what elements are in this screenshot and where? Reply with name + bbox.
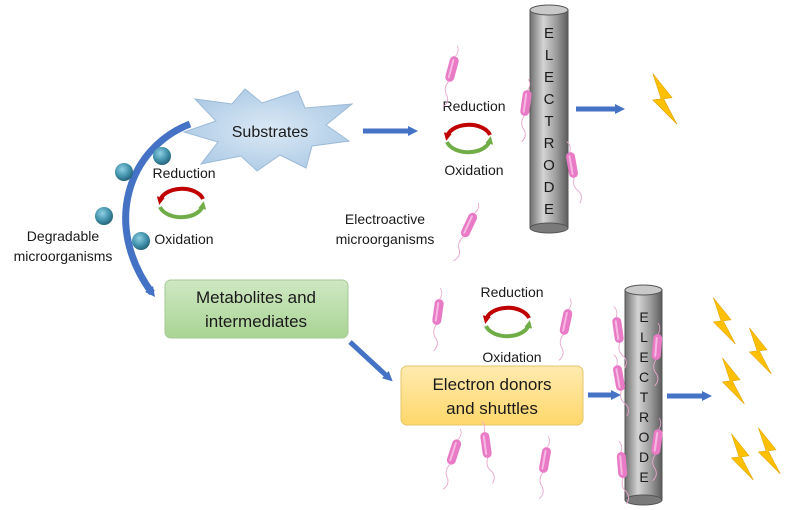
degradable-microbe-spheres [95,147,171,250]
redox-cycle-bottom: Reduction Oxidation [480,284,543,365]
lightning-bolt-icon [722,357,745,405]
electrode-letter: E [544,25,554,42]
lightning-bolt-icon [713,297,736,345]
microbe-icon [477,420,497,485]
metabolites-label-line2: intermediates [205,312,307,331]
donors-label-line1: Electron donors [432,375,551,394]
electrode-letter: D [544,179,555,196]
electrode-letter: E [639,349,648,365]
oxidation-arc [158,201,207,220]
redox-cycle-left: Reduction Oxidation [152,165,215,247]
reduction-label: Reduction [442,98,505,114]
electroactive-label-line2: microorganisms [336,231,435,247]
reduction-arc [443,122,492,141]
lightning-bolt-icon [758,427,781,475]
reduction-arc [482,305,531,324]
electrode-letter: T [544,113,553,130]
donors-label-line2: and shuttles [446,399,538,418]
microbe-sphere-icon [95,207,113,225]
curved-flow-arrow [122,120,192,298]
reduction-label: Reduction [152,165,215,181]
lightning-bolt-icon [749,327,772,375]
redox-cycle-top: Reduction Oxidation [442,98,505,178]
electrode-letter: L [545,47,553,64]
arrow-metabolites-to-donors [348,340,393,382]
oxidation-arc [484,320,533,339]
electrode-letter: E [639,469,648,485]
electrode-letter: O [543,157,555,174]
metabolites-node: Metabolites and intermediates [164,279,349,339]
microbe-icon [553,297,576,362]
reduction-arc [156,186,205,205]
electrode-letter: E [544,201,554,218]
electrode-letter: E [639,309,648,325]
substrates-node: Substrates [182,88,354,172]
electrode-letter: R [544,135,555,152]
degradable-label-line2: microorganisms [14,248,113,264]
electrode-letter: L [640,329,648,345]
lightning-bolt-icon [731,433,754,481]
electrode-letter: O [639,429,650,445]
electrode-letter: E [544,69,554,86]
microbe-icon [533,435,555,500]
lightning-bolt-icon [652,73,678,125]
oxidation-label: Oxidation [444,162,503,178]
microbe-sphere-icon [132,232,150,250]
donors-node: Electron donors and shuttles [400,365,584,426]
oxidation-label: Oxidation [154,231,213,247]
microbe-icon [447,200,484,263]
electrode-letter: C [544,91,555,108]
metabolites-label-line1: Metabolites and [196,288,316,307]
oxidation-arc [445,136,494,155]
degradable-label-line1: Degradable [27,228,100,244]
microbe-sphere-icon [153,147,171,165]
substrates-starburst [182,88,354,172]
microbe-icon [437,427,467,491]
oxidation-label: Oxidation [482,349,541,365]
substrates-label: Substrates [232,124,308,141]
electrode-letter: D [639,449,649,465]
electrode-letter: R [639,409,649,425]
microbe-sphere-icon [115,163,133,181]
electroactive-label-line1: Electroactive [345,211,425,227]
electrode-letter: C [639,369,649,385]
reduction-label: Reduction [480,284,543,300]
electrode-letter: T [640,389,649,405]
microbe-icon [427,287,447,352]
